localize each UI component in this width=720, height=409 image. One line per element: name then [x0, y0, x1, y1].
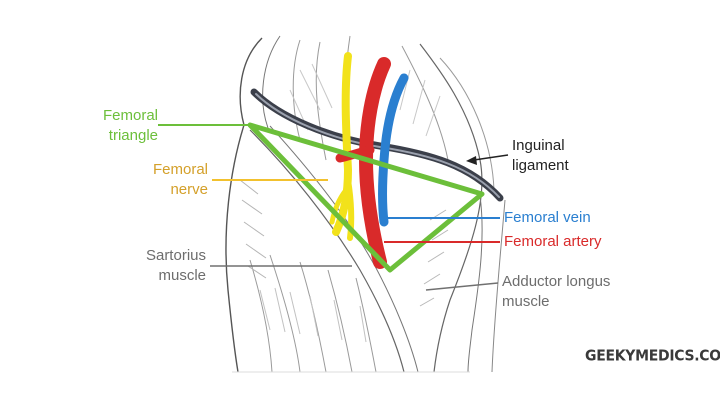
inguinal-ligament-arrowhead	[466, 156, 477, 165]
inguinal-ligament-highlight	[255, 93, 500, 198]
label-femoral-triangle: Femoral triangle	[102, 107, 158, 144]
geekymedics-watermark: GEEKYMEDICS.COM	[585, 347, 720, 365]
label-inguinal-ligament: Inguinal ligament	[512, 137, 569, 174]
label-femoral-nerve: Femoral nerve	[152, 161, 208, 198]
femoral-triangle	[247, 122, 485, 273]
thigh-muscles	[225, 35, 506, 373]
label-femoral-artery: Femoral artery	[504, 233, 602, 250]
label-sartorius-muscle: Sartorius muscle	[145, 247, 206, 284]
femoral-vein	[378, 73, 409, 227]
inguinal-ligament-pointer	[473, 154, 509, 161]
label-adductor-longus-muscle: Adductor longus muscle	[502, 273, 611, 310]
adductor-longus-pointer	[425, 282, 499, 291]
label-femoral-vein: Femoral vein	[504, 209, 591, 226]
femoral-nerve	[329, 52, 355, 241]
